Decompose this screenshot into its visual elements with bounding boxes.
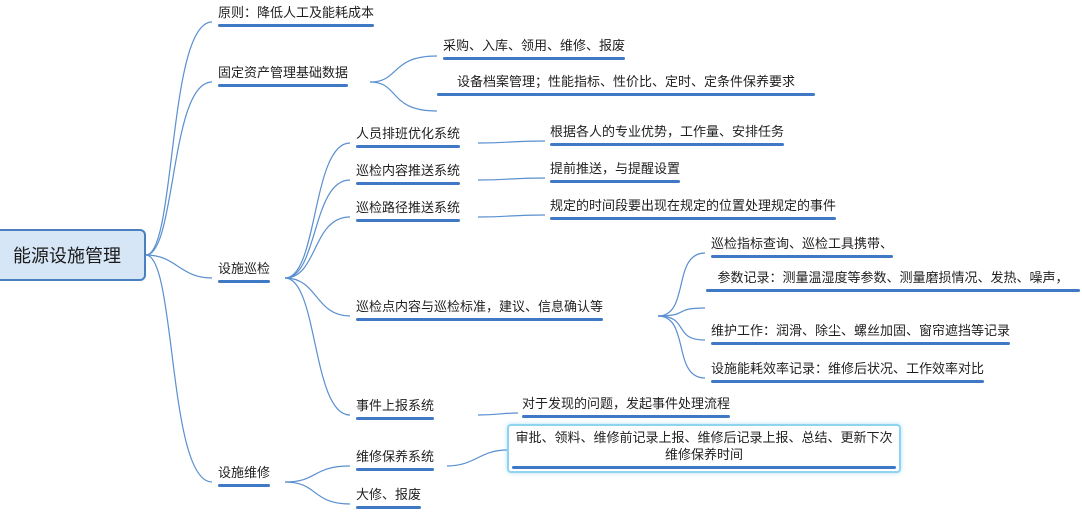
staff-scheduling-detail[interactable]: 根据各人的专业优势，工作量、安排任务 bbox=[550, 125, 785, 146]
connector bbox=[145, 254, 213, 279]
connector bbox=[369, 55, 438, 83]
asset-procurement-node[interactable]: 采购、入库、领用、维修、报废 bbox=[443, 39, 626, 60]
inspection-node[interactable]: 设施巡检 bbox=[218, 262, 271, 283]
checkpoint-item-3[interactable]: 维护工作：润滑、除尘、螺丝加固、窗帘遮挡等记录 bbox=[711, 324, 1011, 345]
checkpoint-item-2[interactable]: 参数记录：测量温湿度等参数、测量磨损情况、发热、噪声， bbox=[706, 270, 1080, 292]
connector bbox=[284, 481, 351, 505]
connector bbox=[284, 142, 351, 279]
connector bbox=[145, 81, 213, 256]
connector bbox=[369, 81, 438, 112]
checkpoint-item-1[interactable]: 巡检指标查询、巡检工具携带、 bbox=[711, 237, 894, 258]
connector bbox=[284, 465, 351, 483]
connector bbox=[284, 179, 351, 279]
route-push-node[interactable]: 巡检路径推送系统 bbox=[356, 201, 461, 222]
maintenance-system-node[interactable]: 维修保养系统 bbox=[356, 450, 435, 471]
asset-data-node[interactable]: 固定资产管理基础数据 bbox=[218, 66, 349, 87]
connector bbox=[446, 449, 508, 467]
connector bbox=[477, 177, 546, 181]
event-report-detail[interactable]: 对于发现的问题，发起事件处理流程 bbox=[522, 397, 731, 418]
overhaul-scrap-node[interactable]: 大修、报废 bbox=[356, 488, 422, 509]
connector bbox=[477, 412, 519, 416]
principle-node[interactable]: 原则：降低人工及能耗成本 bbox=[218, 6, 375, 27]
connector bbox=[145, 254, 213, 483]
connector bbox=[145, 21, 213, 256]
connector bbox=[657, 315, 706, 341]
event-report-node[interactable]: 事件上报系统 bbox=[356, 399, 435, 420]
connector bbox=[284, 277, 351, 317]
content-push-detail[interactable]: 提前推送，与提醒设置 bbox=[550, 162, 681, 183]
connector bbox=[284, 216, 351, 279]
checkpoint-item-4[interactable]: 设施能耗效率记录：维修后状况、工作效率对比 bbox=[711, 362, 985, 383]
connector bbox=[477, 214, 546, 218]
connector bbox=[657, 315, 706, 379]
connector bbox=[477, 140, 546, 144]
maintenance-node[interactable]: 设施维修 bbox=[218, 466, 271, 487]
connector bbox=[657, 307, 706, 317]
root-node[interactable]: 能源设施管理 bbox=[0, 229, 146, 281]
content-push-node[interactable]: 巡检内容推送系统 bbox=[356, 164, 461, 185]
checkpoint-standard-node[interactable]: 巡检点内容与巡检标准，建议、信息确认等 bbox=[356, 300, 604, 321]
connector bbox=[657, 252, 706, 317]
route-push-detail[interactable]: 规定的时间段要出现在规定的位置处理规定的事件 bbox=[550, 199, 837, 220]
selection-highlight bbox=[507, 424, 901, 473]
maintenance-system-detail[interactable]: 审批、领料、维修前记录上报、维修后记录上报、总结、更新下次维修保养时间 bbox=[512, 430, 896, 469]
staff-scheduling-node[interactable]: 人员排班优化系统 bbox=[356, 127, 461, 148]
connector bbox=[284, 277, 351, 416]
equipment-archive-node[interactable]: 设备档案管理；性能指标、性价比、定时、定条件保养要求 bbox=[437, 74, 815, 96]
